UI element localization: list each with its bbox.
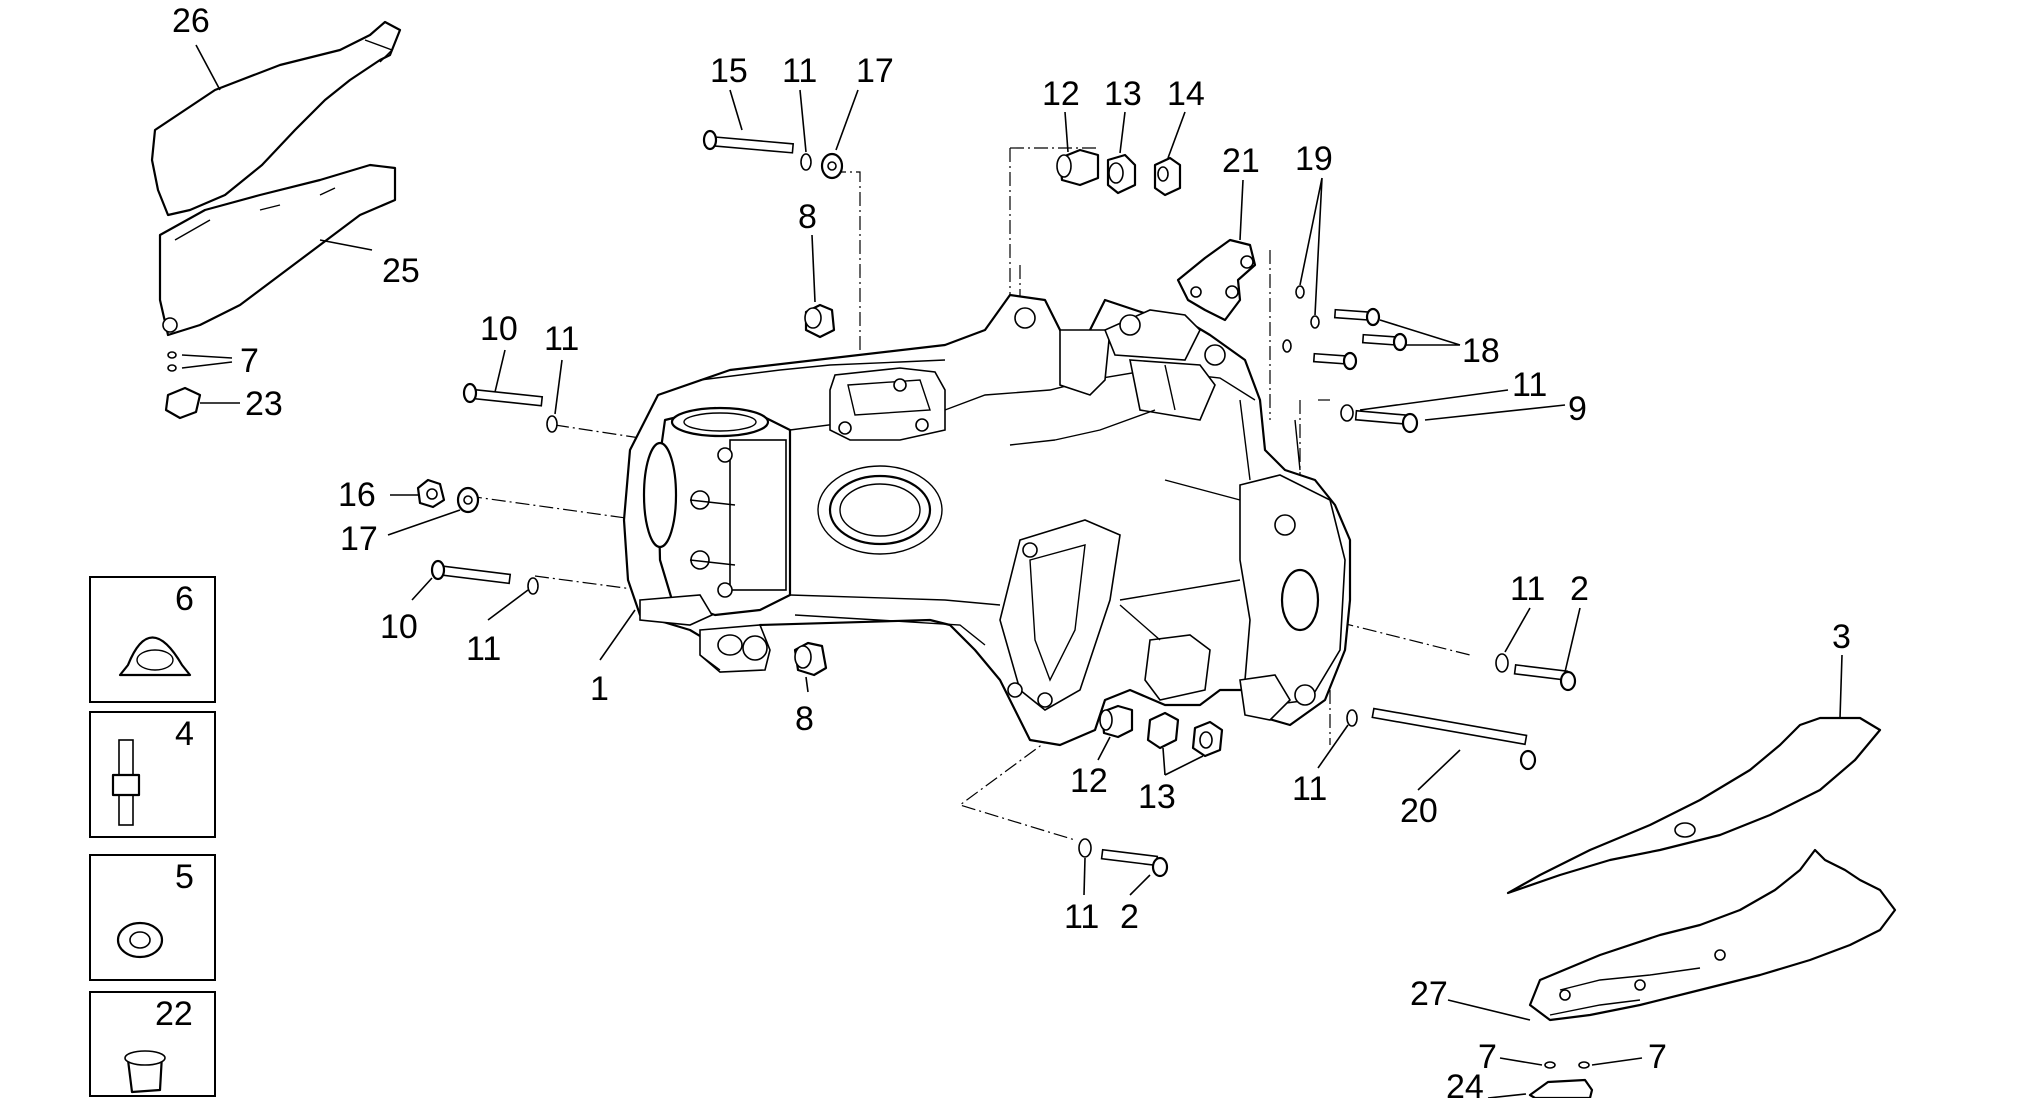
callout-8: 8 xyxy=(795,700,814,738)
fasteners xyxy=(416,129,1577,878)
callout-12: 12 xyxy=(1042,75,1080,113)
small-parts-7-24 xyxy=(1528,1061,1594,1100)
accessory-box-4 xyxy=(89,711,216,838)
callout-7: 7 xyxy=(240,342,259,380)
box-label-22: 22 xyxy=(155,995,193,1033)
callout-15: 15 xyxy=(710,52,748,90)
callout-19: 19 xyxy=(1295,140,1333,178)
washer-19c xyxy=(1282,339,1292,353)
washer-19b xyxy=(1310,315,1320,329)
washer-11-lower-left xyxy=(527,577,539,595)
bracket-21 xyxy=(1176,238,1257,322)
callout-11: 11 xyxy=(466,630,501,668)
box-label-6: 6 xyxy=(175,580,194,618)
bolt-9 xyxy=(1340,404,1419,434)
callout-11: 11 xyxy=(782,52,817,90)
bolt-10-upper xyxy=(462,382,544,407)
panel-27 xyxy=(1528,848,1897,1022)
callout-17: 17 xyxy=(340,520,378,558)
callout-1: 1 xyxy=(590,670,609,708)
callout-10: 10 xyxy=(480,310,518,348)
accessory-box-5 xyxy=(89,854,216,981)
bushing-8-top xyxy=(804,303,836,339)
accessory-box-22 xyxy=(89,991,216,1097)
main-frame xyxy=(622,293,1352,747)
bracket-13-top xyxy=(1106,153,1137,195)
callout-7: 7 xyxy=(1648,1038,1667,1076)
callout-11: 11 xyxy=(1292,770,1327,808)
callout-26: 26 xyxy=(172,2,210,40)
panel-26 xyxy=(150,20,402,217)
bolts-18 xyxy=(1312,307,1408,371)
box-label-4: 4 xyxy=(175,715,194,753)
callout-11: 11 xyxy=(1510,570,1545,608)
callout-13: 13 xyxy=(1138,778,1176,816)
callout-20: 20 xyxy=(1400,792,1438,830)
callout-2: 2 xyxy=(1120,898,1139,936)
clip-14 xyxy=(1153,156,1182,197)
callout-25: 25 xyxy=(382,252,420,290)
callout-11: 11 xyxy=(1064,898,1099,936)
small-parts-7-23 xyxy=(164,351,202,420)
callout-21: 21 xyxy=(1222,142,1260,180)
bolt-10-lower xyxy=(430,559,512,585)
callout-14: 14 xyxy=(1167,75,1205,113)
washer-11-top xyxy=(800,153,812,171)
callout-11: 11 xyxy=(544,320,579,358)
panel-25 xyxy=(158,163,397,337)
bushing-12-lower xyxy=(1099,704,1134,739)
bushing-12-top xyxy=(1056,148,1100,187)
brackets-13-lower xyxy=(1146,711,1224,758)
callout-24: 24 xyxy=(1446,1068,1484,1098)
callout-18: 18 xyxy=(1462,332,1500,370)
callout-27: 27 xyxy=(1410,975,1448,1013)
bolt-20 xyxy=(1346,707,1537,771)
callout-7: 7 xyxy=(1478,1038,1497,1076)
callout-11: 11 xyxy=(1512,366,1547,404)
bolt-2-bottom xyxy=(1078,838,1169,878)
box-label-5: 5 xyxy=(175,858,194,896)
panel-3 xyxy=(1506,716,1882,895)
callout-8: 8 xyxy=(798,198,817,236)
nut-16 xyxy=(416,478,446,509)
callout-2: 2 xyxy=(1570,570,1589,608)
callout-23: 23 xyxy=(245,385,283,423)
washer-19a xyxy=(1295,285,1305,299)
callout-17: 17 xyxy=(856,52,894,90)
callout-numbers: 26 25 7 23 15 11 17 8 10 11 16 17 10 11 … xyxy=(155,2,1851,1103)
bushing-8-lower xyxy=(793,641,828,677)
callout-13: 13 xyxy=(1104,75,1142,113)
accessory-box-6 xyxy=(89,576,216,703)
bolt-2-right xyxy=(1495,653,1577,692)
callout-16: 16 xyxy=(338,476,376,514)
callout-9: 9 xyxy=(1568,390,1587,428)
callout-3: 3 xyxy=(1832,618,1851,656)
bolt-15 xyxy=(702,129,795,154)
washer-11-upper-left xyxy=(546,415,558,433)
leader-lines xyxy=(181,44,1843,1099)
callout-12: 12 xyxy=(1070,762,1108,800)
callout-10: 10 xyxy=(380,608,418,646)
